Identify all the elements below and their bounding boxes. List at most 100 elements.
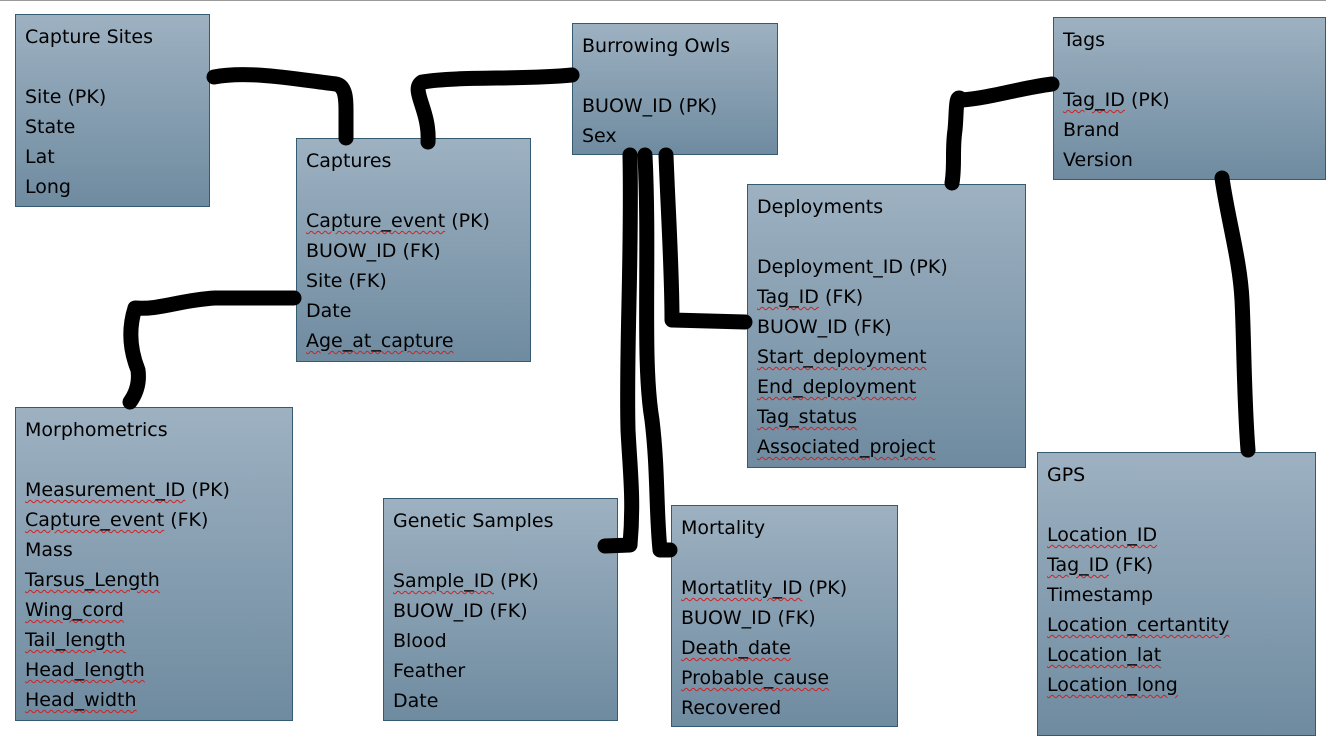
field-key: (FK) <box>1108 554 1154 576</box>
title-gap <box>25 52 209 82</box>
field-name: Lat <box>25 146 55 168</box>
field-name: Death_date <box>681 637 791 659</box>
field-name: BUOW_ID <box>757 316 848 338</box>
table-title: Captures <box>306 150 392 172</box>
field-name: Brand <box>1063 119 1120 141</box>
field-name: Head_width <box>25 689 137 711</box>
title-gap <box>582 61 777 91</box>
field-name: Version <box>1063 149 1133 171</box>
table-field: Associated_project <box>757 432 1025 462</box>
title-gap <box>393 536 617 566</box>
field-name: Head_length <box>25 659 145 681</box>
title-gap <box>25 445 292 475</box>
field-key: (FK) <box>771 607 816 629</box>
field-key: (PK) <box>672 95 718 117</box>
table-title: Deployments <box>757 196 884 218</box>
table-field: Deployment_ID (PK) <box>757 252 1025 282</box>
title-gap <box>306 176 530 206</box>
field-key: (PK) <box>493 570 539 592</box>
table-field: Site (FK) <box>306 266 530 296</box>
table-field: Tag_status <box>757 402 1025 432</box>
field-key: (FK) <box>847 316 892 338</box>
field-name: Tag_ID <box>1063 89 1125 111</box>
connector-owls-deployments <box>658 147 753 330</box>
table-field: Lat <box>25 142 209 172</box>
field-name: Start_deployment <box>757 346 927 368</box>
table-field: Sample_ID (PK) <box>393 566 617 596</box>
field-name: Tag_ID <box>757 286 819 308</box>
table-field: Sex <box>582 121 777 151</box>
field-name: Location_certantity <box>1047 614 1230 636</box>
table-field: End_deployment <box>757 372 1025 402</box>
title-gap <box>681 543 897 573</box>
table-field: State <box>25 112 209 142</box>
table-field: Tag_ID (FK) <box>757 282 1025 312</box>
field-name: Recovered <box>681 697 782 719</box>
field-name: Timestamp <box>1047 584 1154 606</box>
field-name: BUOW_ID <box>306 240 397 262</box>
table-field: Tag_ID (PK) <box>1063 85 1325 115</box>
field-key: (FK) <box>818 286 864 308</box>
field-name: Deployment_ID <box>757 256 903 278</box>
field-name: Probable_cause <box>681 667 830 689</box>
table-field: Date <box>393 686 617 716</box>
table-field: Capture_event (FK) <box>25 505 292 535</box>
table-field: Date <box>306 296 530 326</box>
table-field: Head_length <box>25 655 292 685</box>
field-name: Location_lat <box>1047 644 1162 666</box>
field-name: Date <box>393 690 439 712</box>
field-key: (PK) <box>802 577 848 599</box>
field-name: Feather <box>393 660 466 682</box>
table-field: Feather <box>393 656 617 686</box>
field-name: End_deployment <box>757 376 917 398</box>
table-field: Long <box>25 172 209 202</box>
field-name: Measurement_ID <box>25 479 186 501</box>
table-title: Burrowing Owls <box>582 35 731 57</box>
field-key: (PK) <box>1124 89 1170 111</box>
field-name: BUOW_ID <box>582 95 673 117</box>
field-name: Wing_cord <box>25 599 124 621</box>
table-title: Mortality <box>681 517 766 539</box>
field-name: Mass <box>25 539 73 561</box>
connector-sites-captures <box>206 67 354 146</box>
table-field: Death_date <box>681 633 897 663</box>
title-gap <box>757 222 1025 252</box>
table-field: Version <box>1063 145 1325 175</box>
field-name: Site <box>25 86 62 108</box>
table-field: Mass <box>25 535 292 565</box>
top-border-line <box>0 0 1326 1</box>
field-name: Blood <box>393 630 447 652</box>
field-name: Capture_event <box>25 509 165 531</box>
table-title: Tags <box>1063 29 1106 51</box>
table-title: Morphometrics <box>25 419 168 441</box>
field-name: BUOW_ID <box>681 607 772 629</box>
connector-tags-gps <box>1214 170 1256 458</box>
field-key: (FK) <box>396 240 441 262</box>
table-field: Site (PK) <box>25 82 209 112</box>
field-key: (PK) <box>445 210 490 232</box>
table-field: BUOW_ID (FK) <box>681 603 897 633</box>
table-field: BUOW_ID (FK) <box>393 596 617 626</box>
table-field: Blood <box>393 626 617 656</box>
field-name: Site <box>306 270 343 292</box>
title-gap <box>1063 55 1325 85</box>
field-name: Sex <box>582 125 617 147</box>
table-field: Location_certantity <box>1047 610 1315 640</box>
field-name: Date <box>306 300 352 322</box>
title-gap <box>1047 490 1315 520</box>
table-title: Genetic Samples <box>393 510 554 532</box>
table-field: Tarsus_Length <box>25 565 292 595</box>
field-key: (PK) <box>902 256 948 278</box>
field-key: (PK) <box>185 479 230 501</box>
table-field: Start_deployment <box>757 342 1025 372</box>
field-name: State <box>25 116 76 138</box>
table-field: Capture_event (PK) <box>306 206 530 236</box>
connector-owls-captures <box>410 67 580 150</box>
table-field: Tail_length <box>25 625 292 655</box>
table-field: BUOW_ID (PK) <box>582 91 777 121</box>
table-field: Location_ID <box>1047 520 1315 550</box>
field-name: Long <box>25 176 71 198</box>
connector-owls-mortality <box>637 147 678 558</box>
